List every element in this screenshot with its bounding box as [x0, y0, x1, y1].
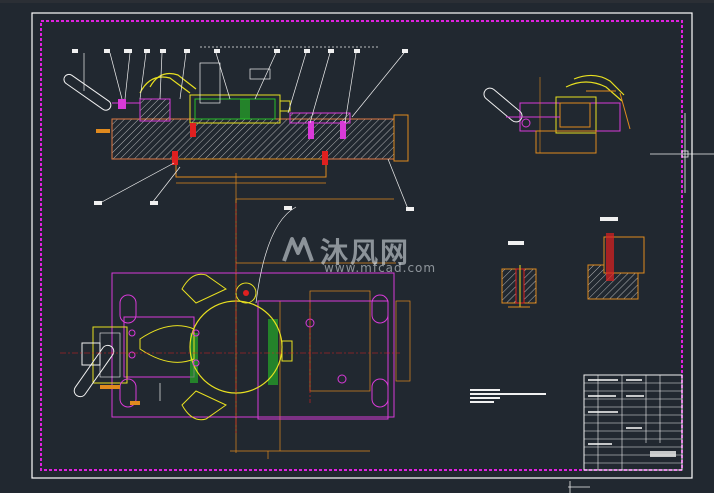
outer-frame [31, 12, 693, 479]
detail-section-b [587, 217, 645, 300]
ucs-corner-icon [568, 481, 590, 493]
fixture-drawing-sheet [31, 12, 714, 493]
base-plate-outline [111, 272, 395, 418]
base-block-hatched [111, 118, 395, 160]
crosshair-cursor-icon [650, 113, 714, 193]
technical-notes [470, 389, 546, 403]
cad-drawing-canvas[interactable]: 沐风网 www.mfcad.com [0, 3, 714, 493]
side-view [483, 74, 631, 154]
cad-top-toolbar-strip [0, 0, 714, 3]
inner-dashed-border [40, 20, 683, 471]
front-section-view [63, 46, 414, 211]
detail-section-a [501, 241, 537, 308]
plan-view [60, 199, 411, 459]
